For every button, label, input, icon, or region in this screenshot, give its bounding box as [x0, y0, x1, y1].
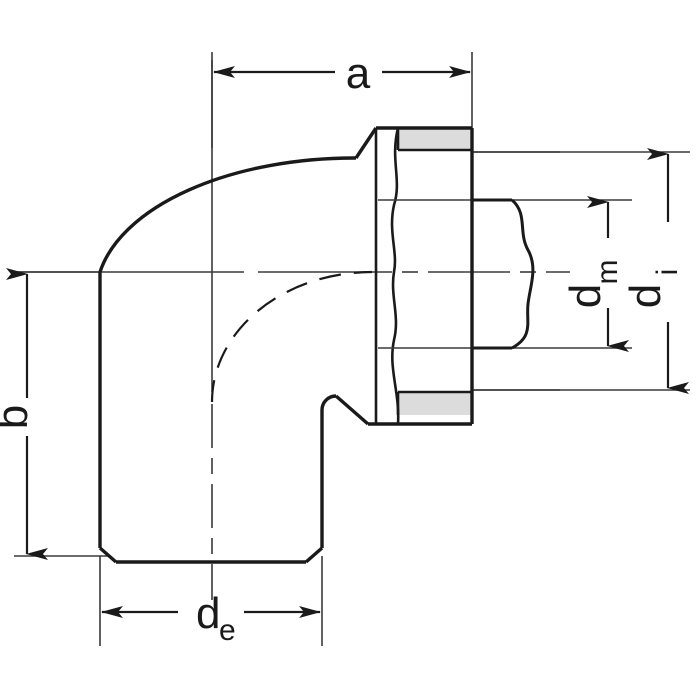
socket-lower-chamfer	[334, 394, 370, 426]
inserted-pipe	[472, 198, 535, 350]
seal-band-top	[398, 127, 472, 150]
dimension-di: d i	[621, 148, 689, 394]
dim-di-label: d	[621, 284, 670, 308]
seal-bands	[398, 127, 472, 415]
dim-dm-label: d	[561, 284, 610, 308]
dimension-b: b	[0, 268, 48, 560]
pipe-break-line	[510, 198, 535, 350]
dim-de-subscript: e	[219, 614, 236, 647]
inner-bore-hidden-lines	[210, 270, 373, 403]
dim-a-label: a	[346, 49, 371, 98]
dim-di-subscript: i	[651, 269, 684, 276]
socket-seal-lip-profile	[390, 127, 400, 425]
dim-de-label: d	[196, 589, 220, 638]
elbow-inner-fillet	[320, 394, 337, 411]
spigot-chamfer-right	[304, 546, 324, 564]
socket-bore-reference-lines	[378, 151, 560, 391]
dimension-de: d e	[101, 589, 321, 647]
dimension-a: a	[213, 49, 471, 98]
socket-upper-chamfer	[354, 127, 378, 159]
dim-b-label: b	[0, 405, 37, 429]
inner-bore-hidden-arc	[210, 270, 373, 403]
dim-dm-subscript: m	[591, 260, 624, 285]
elbow-body-outline	[98, 126, 474, 564]
socket-internal-detail	[374, 127, 472, 425]
spigot-chamfer-left	[98, 546, 118, 564]
elbow-outer-arc	[98, 156, 357, 273]
seal-band-bottom	[398, 392, 472, 415]
dimension-dm: d m	[561, 196, 629, 352]
